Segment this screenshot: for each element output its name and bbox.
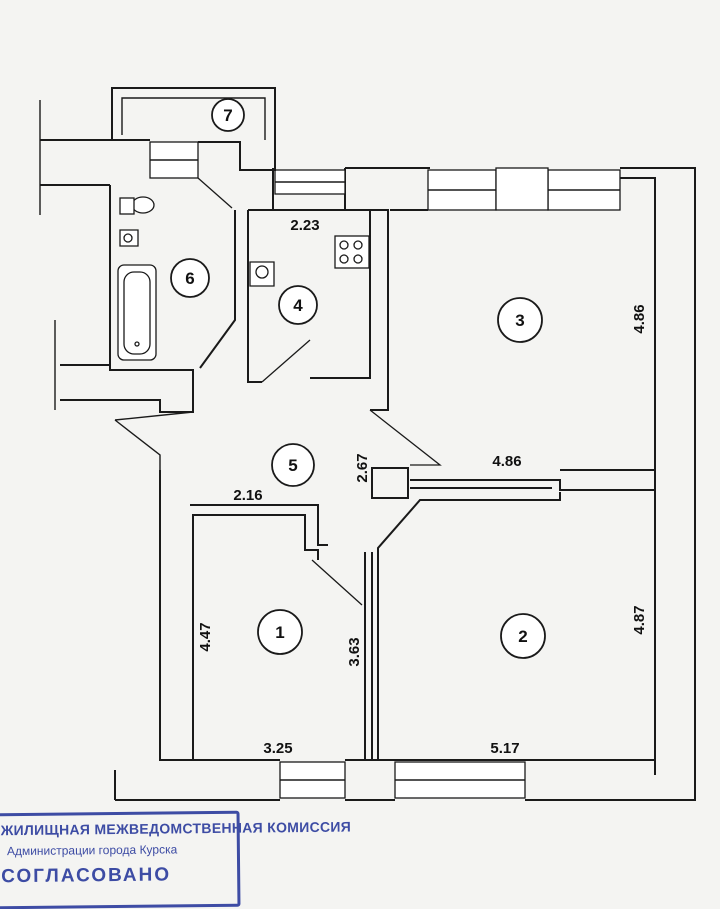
room-6-number: 6 bbox=[185, 269, 194, 288]
windows bbox=[149, 141, 621, 799]
room-2-number: 2 bbox=[518, 627, 527, 646]
dim-room3-width: 4.86 bbox=[492, 453, 521, 470]
dim-room4-width: 2.23 bbox=[290, 217, 319, 234]
dim-room2-height: 4.87 bbox=[631, 605, 648, 634]
dim-room1-width: 3.25 bbox=[263, 740, 292, 757]
dimension-labels: 2.23 4.86 4.86 2.67 2.16 4.47 3.63 3.25 … bbox=[197, 217, 648, 757]
dim-room1-right: 3.63 bbox=[346, 637, 363, 666]
dim-room2-width: 5.17 bbox=[490, 740, 519, 757]
dim-room3-height: 4.86 bbox=[631, 304, 648, 333]
hall bbox=[114, 409, 655, 606]
room-3 bbox=[390, 209, 656, 471]
room-7-number: 7 bbox=[223, 106, 232, 125]
stamp-line-3: СОГЛАСОВАНО bbox=[1, 864, 172, 888]
room-3-number: 3 bbox=[515, 311, 524, 330]
balcony bbox=[39, 87, 276, 215]
dim-room5-height: 2.67 bbox=[354, 453, 371, 482]
kitchen bbox=[247, 209, 371, 383]
room-4-number: 4 bbox=[293, 296, 303, 315]
stamp-line-2: Администрации города Курска bbox=[6, 842, 178, 859]
room-1-number: 1 bbox=[275, 623, 284, 642]
room-labels: 1 2 3 4 5 6 7 bbox=[170, 98, 546, 659]
room-5-number: 5 bbox=[288, 456, 297, 475]
room-1 bbox=[190, 504, 373, 760]
dim-room1-height: 4.47 bbox=[197, 622, 214, 651]
approval-stamp: ЖИЛИЩНАЯ МЕЖВЕДОМСТВЕННАЯ КОМИССИЯ Админ… bbox=[0, 810, 351, 909]
dim-room5-width: 2.16 bbox=[233, 487, 262, 504]
room-2 bbox=[377, 490, 656, 761]
bathroom bbox=[54, 185, 236, 413]
